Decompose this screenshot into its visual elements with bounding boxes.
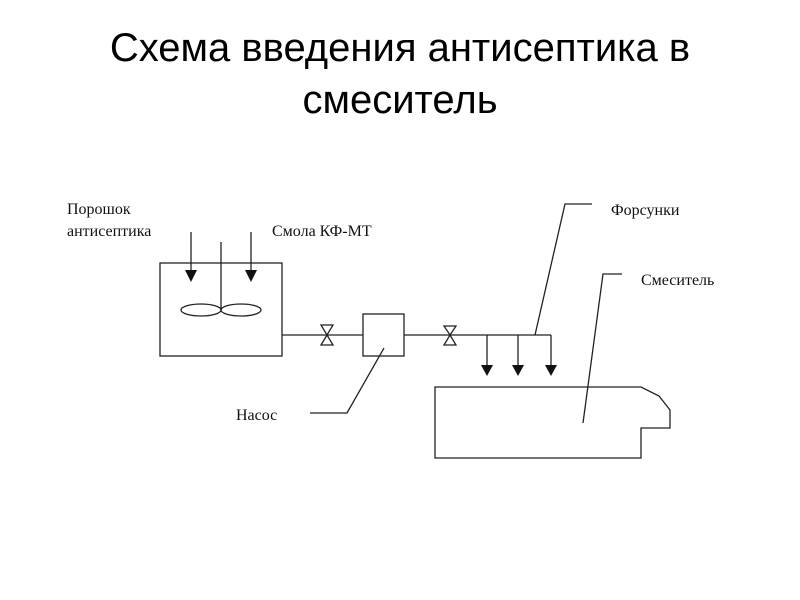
powder-input-arrow <box>185 232 197 282</box>
slide-title: Схема введения антисептика в смеситель <box>0 22 800 126</box>
title-line-2: смеситель <box>302 78 498 122</box>
mixer-label: Смеситель <box>641 272 714 289</box>
nozzle-2 <box>512 335 524 376</box>
valve-2 <box>442 325 458 346</box>
nozzle-3 <box>545 335 557 376</box>
pump-label: Насос <box>236 407 277 424</box>
powder-label-line1: Порошок <box>67 201 131 218</box>
mixer <box>434 386 671 459</box>
nozzles-label: Форсунки <box>611 202 680 219</box>
powder-label-line2: антисептика <box>67 223 151 240</box>
resin-label: Смола КФ-МТ <box>272 223 372 240</box>
mixer-leader-line <box>582 273 622 424</box>
valve-1 <box>319 324 335 346</box>
title-line-1: Схема введения антисептика в <box>109 26 691 70</box>
resin-input-arrow <box>245 232 257 282</box>
nozzles-leader-line <box>534 203 592 336</box>
pump-leader-line <box>310 347 385 414</box>
stirrer <box>180 242 262 317</box>
nozzle-1 <box>481 335 493 376</box>
